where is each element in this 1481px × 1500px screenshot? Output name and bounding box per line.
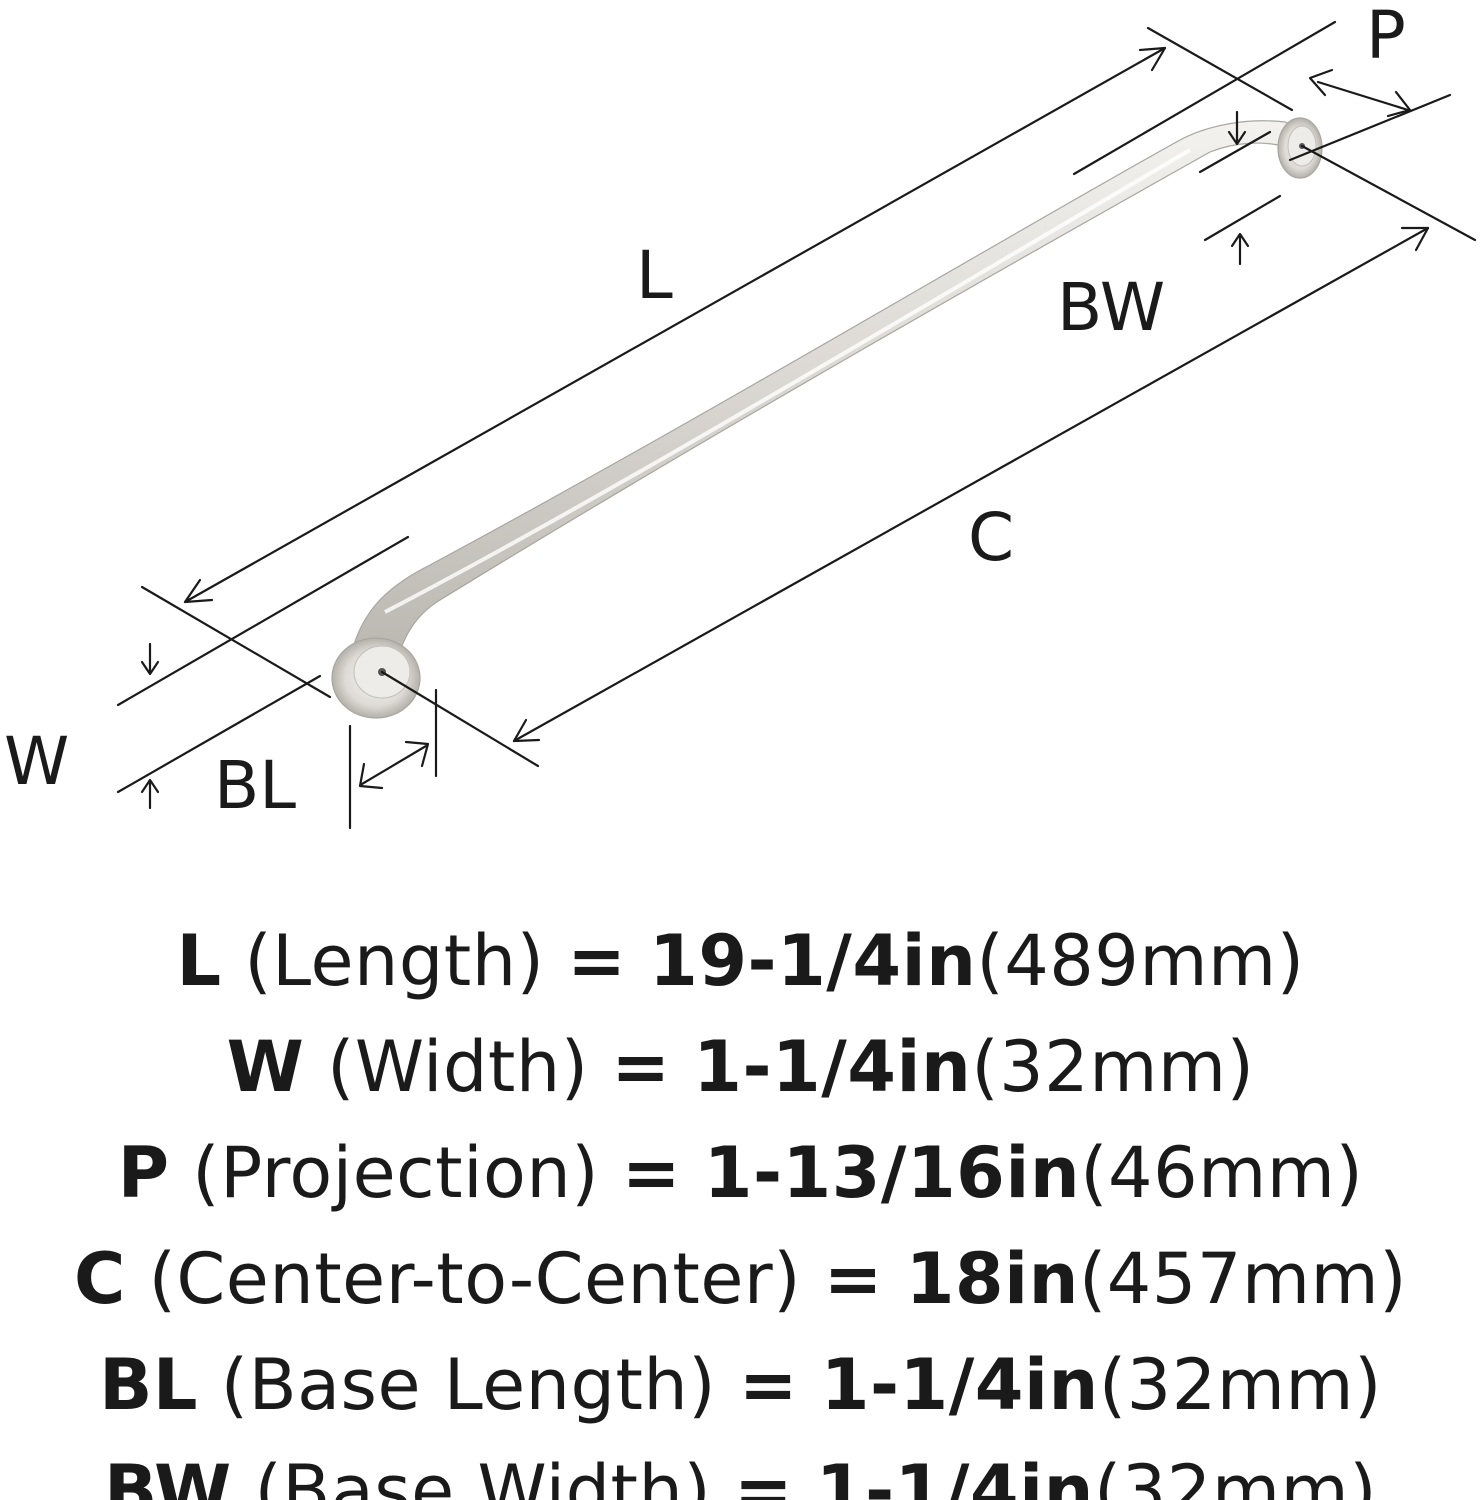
spec-imperial-value: 1-1/4in: [693, 1026, 972, 1108]
spec-code: C: [73, 1238, 126, 1320]
dimension-base-width: BW: [1057, 110, 1282, 346]
label-BL: BL: [214, 747, 296, 824]
label-BW: BW: [1057, 269, 1165, 346]
cabinet-pull-handle-illustration: [331, 117, 1323, 719]
dimension-width: W: [4, 642, 322, 810]
spec-code: BL: [99, 1344, 199, 1426]
spec-equals: =: [733, 1450, 794, 1500]
handle-highlight: [384, 148, 1192, 614]
spec-row-center-to-center: C (Center-to-Center) = 18in(457mm): [0, 1226, 1481, 1332]
label-P: P: [1366, 0, 1406, 74]
spec-metric-value: (32mm): [1093, 1450, 1378, 1500]
spec-description: (Width): [327, 1026, 589, 1108]
dimension-length: L: [116, 20, 1337, 707]
spec-row-length: L (Length) = 19-1/4in(489mm): [0, 908, 1481, 1014]
label-W: W: [4, 723, 69, 800]
spec-imperial-value: 1-1/4in: [820, 1344, 1099, 1426]
spec-row-base-width: BW (Base Width) = 1-1/4in(32mm): [0, 1438, 1481, 1500]
handle-bar: [349, 120, 1298, 673]
dimension-base-length: BL: [214, 688, 438, 830]
label-C: C: [968, 499, 1014, 576]
spec-imperial-value: 19-1/4in: [649, 920, 977, 1002]
spec-imperial-value: 1-1/4in: [815, 1450, 1094, 1500]
spec-equals: =: [611, 1026, 671, 1108]
spec-imperial-value: 1-13/16in: [703, 1132, 1081, 1214]
label-L: L: [636, 237, 673, 314]
spec-equals: =: [738, 1344, 798, 1426]
spec-description: (Center-to-Center): [148, 1238, 802, 1320]
spec-imperial-value: 18in: [905, 1238, 1079, 1320]
spec-metric-value: (32mm): [1098, 1344, 1382, 1426]
dimension-projection: P: [1288, 0, 1452, 162]
spec-description: (Length): [244, 920, 545, 1002]
spec-description: (Projection): [192, 1132, 600, 1214]
spec-description: (Base Length): [220, 1344, 717, 1426]
spec-metric-value: (489mm): [976, 920, 1305, 1002]
spec-equals: =: [823, 1238, 883, 1320]
spec-row-projection: P (Projection) = 1-13/16in(46mm): [0, 1120, 1481, 1226]
spec-equals: =: [621, 1132, 681, 1214]
spec-code: L: [176, 920, 222, 1002]
spec-metric-value: (32mm): [971, 1026, 1255, 1108]
spec-description: (Base Width): [254, 1450, 712, 1500]
spec-metric-value: (457mm): [1078, 1238, 1408, 1320]
spec-metric-value: (46mm): [1080, 1132, 1364, 1214]
dimension-diagram: L P BW C W: [4, 0, 1477, 830]
spec-row-base-length: BL (Base Length) = 1-1/4in(32mm): [0, 1332, 1481, 1438]
spec-code: P: [117, 1132, 170, 1214]
dimension-center-to-center: C: [380, 144, 1477, 768]
spec-row-width: W (Width) = 1-1/4in(32mm): [0, 1014, 1481, 1120]
spec-equals: =: [567, 920, 627, 1002]
spec-list: L (Length) = 19-1/4in(489mm) W (Width) =…: [0, 908, 1481, 1500]
spec-code: W: [226, 1026, 305, 1108]
spec-code: BW: [103, 1450, 232, 1500]
